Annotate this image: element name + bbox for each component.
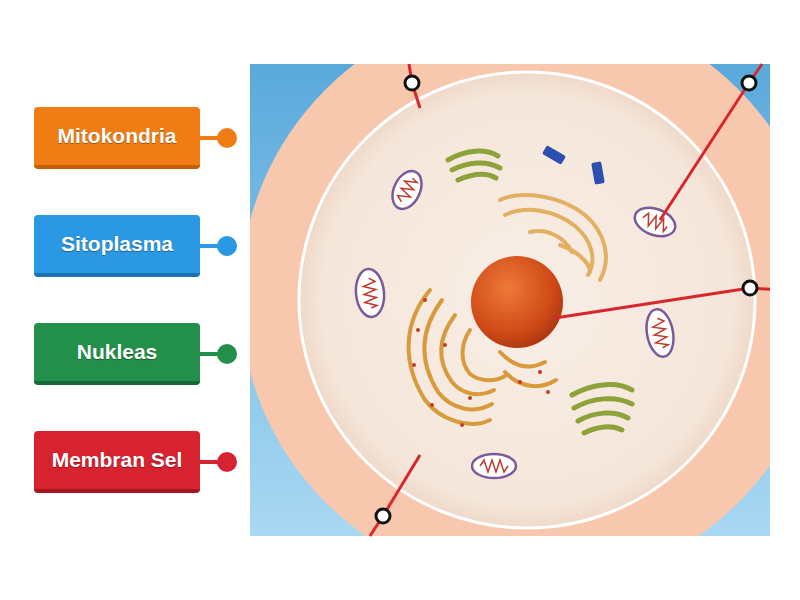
ribosome — [460, 423, 464, 427]
golgi-sac — [572, 385, 632, 395]
label-button: Mitokondria — [34, 107, 200, 169]
ribosome — [538, 370, 542, 374]
illustration-frame — [250, 64, 770, 536]
label-text: Nukleas — [77, 340, 158, 364]
golgi-body — [448, 151, 500, 180]
label-button: Membran Sel — [34, 431, 200, 493]
label-text: Sitoplasma — [61, 232, 173, 256]
mitochondrion — [387, 166, 427, 213]
mito-outer — [387, 166, 427, 213]
mito-cristae — [363, 278, 378, 309]
golgi-sac — [574, 399, 632, 408]
mitochondrion — [472, 454, 516, 478]
golgi-sac — [448, 151, 498, 160]
mito-cristae — [651, 317, 668, 349]
leader-lines — [370, 64, 762, 536]
mitochondrion — [354, 268, 386, 318]
mitochondrion — [631, 203, 679, 242]
label-text: Mitokondria — [58, 124, 177, 148]
drop-target — [405, 76, 419, 90]
ribosome — [443, 343, 447, 347]
ribosome — [468, 396, 472, 400]
outer-halo — [250, 64, 770, 536]
golgi-sac — [458, 174, 496, 180]
ribosome — [423, 298, 427, 302]
mito-outer — [631, 203, 679, 242]
connector-knob — [217, 452, 237, 472]
centriole — [542, 145, 566, 165]
label-button: Nukleas — [34, 323, 200, 385]
golgi-sac — [584, 427, 622, 433]
label-button: Sitoplasma — [34, 215, 200, 277]
golgi-body — [572, 385, 632, 433]
golgi-sac — [452, 163, 500, 170]
connector-knob — [217, 236, 237, 256]
connector-knob — [217, 128, 237, 148]
leader-line — [555, 288, 750, 318]
er-fold — [505, 372, 556, 386]
ribosome — [412, 363, 416, 367]
ribosome — [518, 380, 522, 384]
drop-targets — [376, 76, 757, 523]
drop-target — [376, 509, 390, 523]
nucleus — [471, 256, 563, 348]
leader-line — [383, 455, 420, 516]
ribosome — [430, 403, 434, 407]
leader-line — [660, 83, 749, 220]
mito-outer — [354, 268, 386, 318]
er-fold — [500, 352, 545, 367]
centriole — [591, 161, 605, 184]
mito-outer — [472, 454, 516, 478]
er-tube — [560, 245, 590, 272]
label-text: Membran Sel — [52, 448, 183, 472]
drop-target — [743, 281, 757, 295]
drop-target — [742, 76, 756, 90]
golgi-sac — [578, 413, 628, 421]
mito-outer — [643, 307, 677, 359]
connector-knob — [217, 344, 237, 364]
ribosome — [416, 328, 420, 332]
mitochondrion — [643, 307, 677, 359]
leader-lines — [383, 83, 770, 516]
mito-cristae — [480, 460, 508, 472]
ribosome — [546, 390, 550, 394]
mito-cristae — [396, 176, 418, 205]
cell-body — [299, 72, 755, 528]
er-tube — [530, 231, 572, 252]
